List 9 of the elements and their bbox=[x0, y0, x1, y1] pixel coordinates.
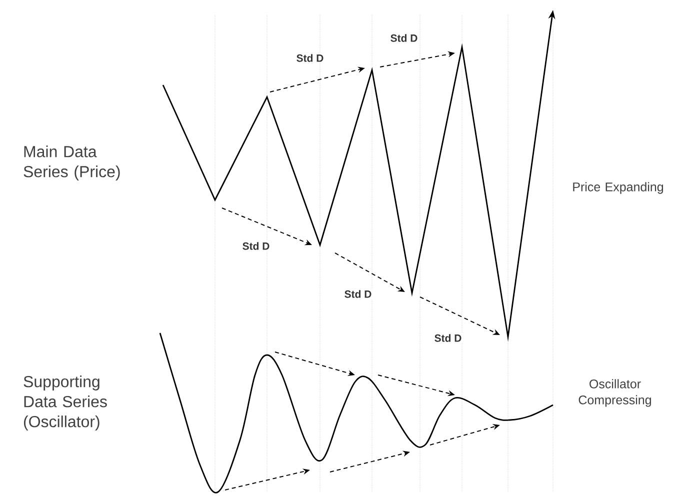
arrow-label: Std D bbox=[433, 333, 463, 343]
arrow-label: Std D bbox=[389, 33, 419, 43]
series-label: Supporting Data Series (Oscillator) bbox=[24, 376, 107, 430]
arrow-label: Std D bbox=[295, 53, 325, 63]
series-label: Main Data Series (Price) bbox=[24, 146, 120, 180]
trend-label: Oscillator Compressing bbox=[578, 379, 651, 407]
arrow-label: Std D bbox=[343, 289, 373, 299]
arrow-label: Std D bbox=[241, 241, 271, 251]
trend-label: Price Expanding bbox=[573, 182, 664, 194]
